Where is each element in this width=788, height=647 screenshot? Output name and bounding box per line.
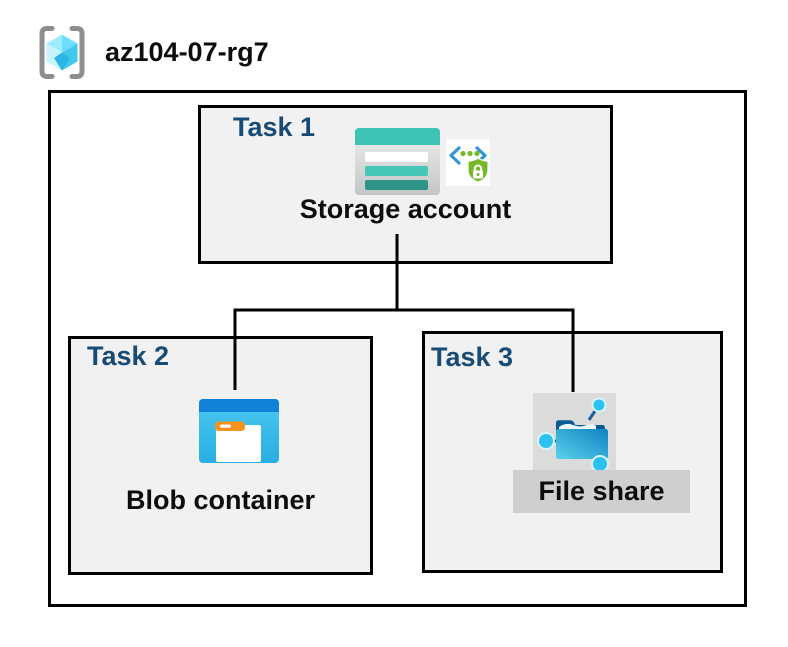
file-share-icon <box>537 397 609 473</box>
resource-group-icon <box>39 25 85 79</box>
task3-label: Task 3 <box>431 342 514 372</box>
private-endpoint-icon <box>446 139 490 186</box>
task2-box: Task 2 Blob container <box>68 336 373 575</box>
resource-group-name: az104-07-rg7 <box>105 36 269 67</box>
storage-account-label: Storage account <box>299 194 512 224</box>
task1-label: Task 1 <box>233 112 316 142</box>
task1-box: Task 1 Storage account <box>198 105 613 264</box>
storage-account-icon <box>355 128 440 195</box>
blob-container-icon <box>199 399 279 463</box>
file-share-label: File share <box>538 476 665 506</box>
file-share-label-band: File share <box>513 470 690 513</box>
file-share-icon-background <box>533 393 616 473</box>
task3-box: Task 3 File share <box>422 331 723 573</box>
blob-container-label: Blob container <box>125 485 315 515</box>
task2-label: Task 2 <box>87 341 170 371</box>
resource-group-header: az104-07-rg7 <box>38 24 269 80</box>
